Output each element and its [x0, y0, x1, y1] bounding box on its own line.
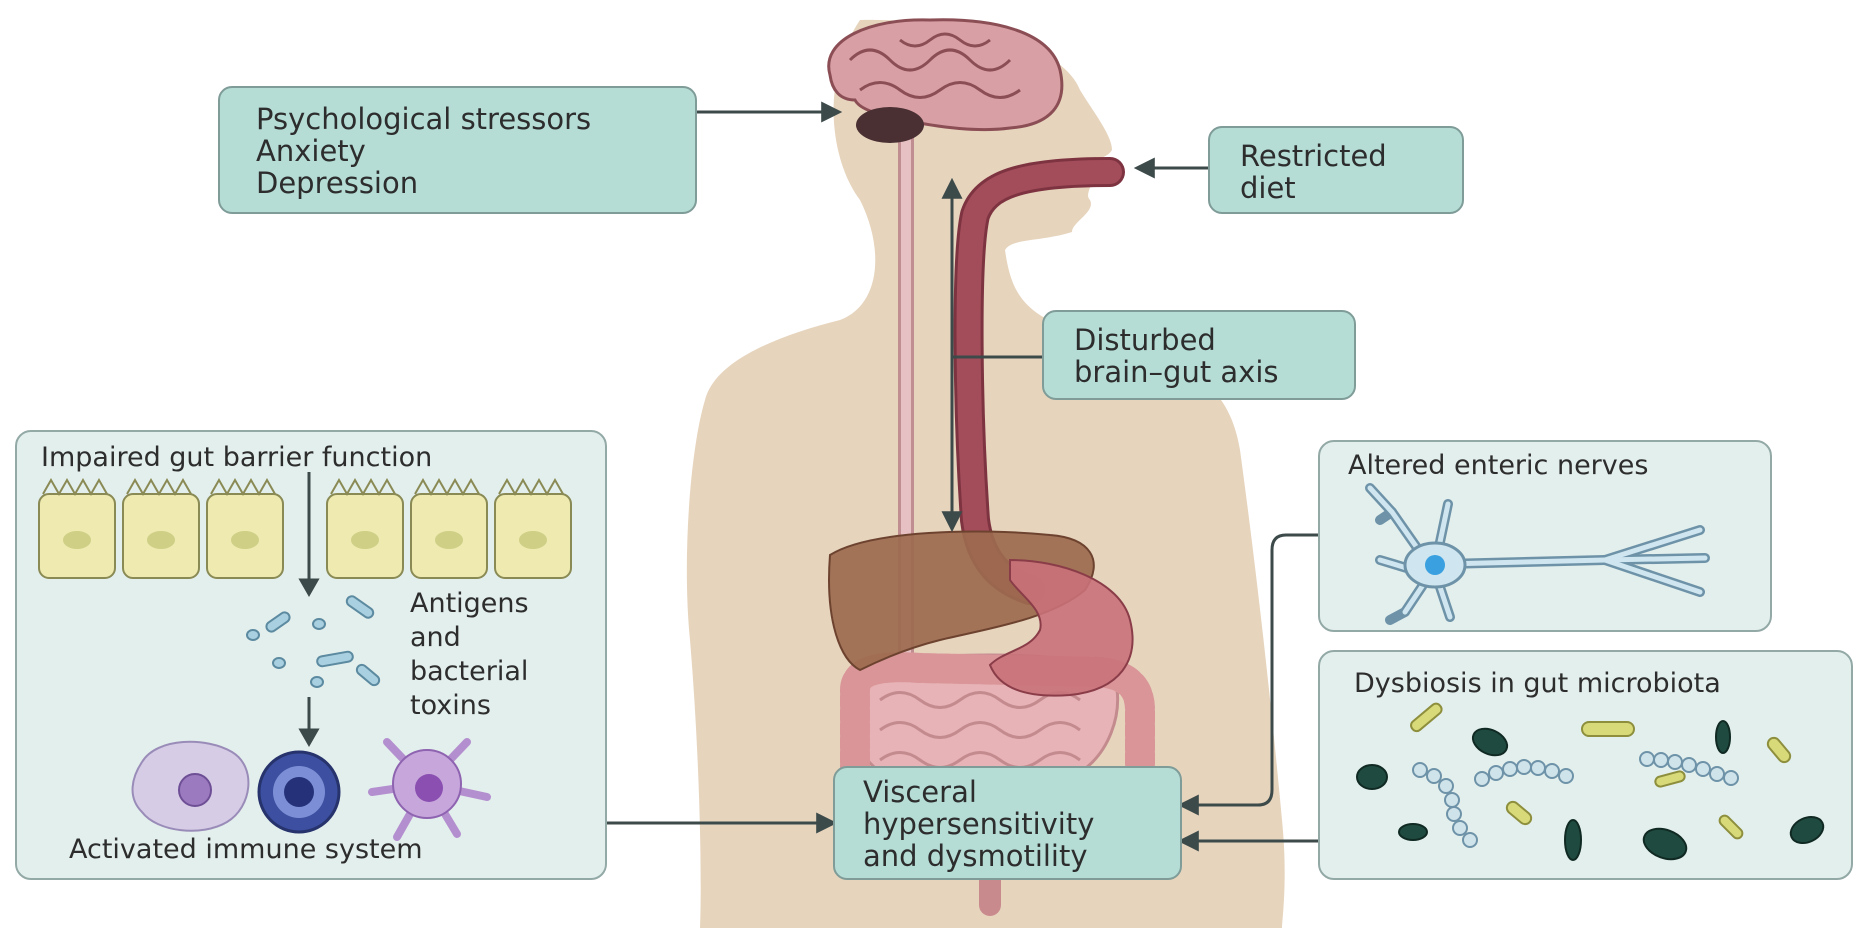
diet-line-2: diet — [1240, 172, 1462, 204]
immune-cells — [133, 742, 487, 837]
antigens-line-2: and — [410, 621, 461, 655]
stressors-line-3: Depression — [256, 167, 695, 199]
epithelial-cells — [39, 494, 571, 578]
antigens-line-3: bacterial — [410, 655, 528, 689]
diet-line-1: Restricted — [1240, 140, 1462, 172]
neuron-nucleus — [1425, 555, 1445, 575]
brain-gut-axis-box: Disturbed brain–gut axis — [1042, 310, 1356, 400]
neuron-illustration — [1320, 442, 1774, 634]
visceral-line-3: and dysmotility — [863, 840, 1180, 872]
antigens-line-4: toxins — [410, 689, 491, 723]
immune-system-label: Activated immune system — [69, 834, 423, 865]
stressors-box: Psychological stressors Anxiety Depressi… — [218, 86, 697, 214]
stressors-line-1: Psychological stressors — [256, 103, 695, 135]
gut-barrier-panel: Impaired gut barrier function — [15, 430, 607, 880]
diet-box: Restricted diet — [1208, 126, 1464, 214]
microbiota-panel: Dysbiosis in gut microbiota — [1318, 650, 1853, 880]
enteric-nerves-panel: Altered enteric nerves — [1318, 440, 1772, 632]
axis-line-2: brain–gut axis — [1074, 356, 1354, 388]
brain — [829, 20, 1062, 143]
axis-line-1: Disturbed — [1074, 324, 1354, 356]
visceral-line-1: Visceral — [863, 776, 1180, 808]
stressors-line-2: Anxiety — [256, 135, 695, 167]
microbiota-illustration — [1320, 652, 1855, 882]
antigen-particles — [247, 594, 381, 687]
visceral-box: Visceral hypersensitivity and dysmotilit… — [833, 766, 1182, 880]
antigens-line-1: Antigens — [410, 587, 529, 621]
visceral-line-2: hypersensitivity — [863, 808, 1180, 840]
